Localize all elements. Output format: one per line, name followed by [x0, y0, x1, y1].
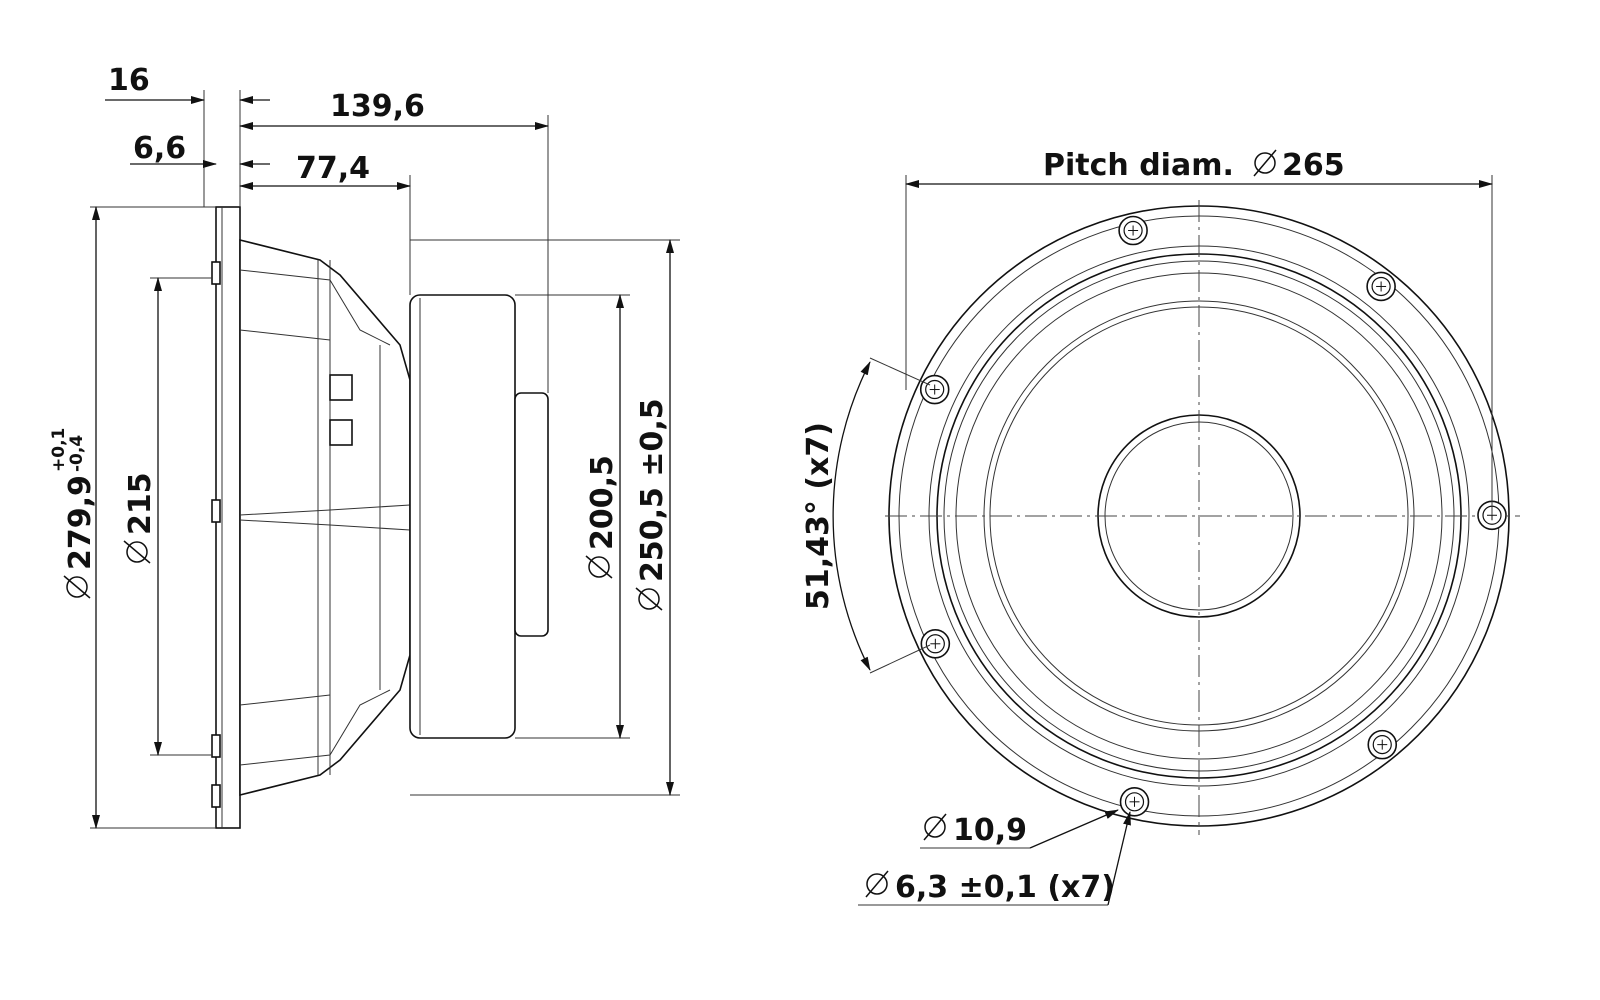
screw-hole [1119, 787, 1150, 817]
dim-cutout-diameter: 250,5 ±0,5 [635, 398, 670, 611]
angle-label: 51,43° (x7) [801, 422, 836, 610]
svg-text:200,5: 200,5 [585, 455, 620, 550]
svg-text:250,5 ±0,5: 250,5 ±0,5 [635, 398, 670, 582]
pitch-value: 265 [1282, 148, 1345, 183]
dim-flange-thickness: 16 [108, 63, 150, 98]
side-view [211, 206, 549, 829]
svg-text:-0,4: -0,4 [67, 435, 87, 472]
dim-magnet-diameter: 200,5 [585, 455, 620, 579]
svg-text:279,9: 279,9 [63, 475, 98, 570]
svg-text:215: 215 [123, 472, 158, 535]
pitch-label: Pitch diam. [1043, 148, 1234, 183]
front-view [885, 200, 1520, 835]
dim-baffle-diameter: 215 [123, 472, 158, 564]
back-cap [514, 392, 549, 637]
svg-text:+0,1: +0,1 [49, 428, 69, 472]
dim-outer-diameter: 279,9 +0,1 -0,4 [49, 428, 98, 599]
terminal [329, 374, 353, 401]
dim-total-depth: 139,6 [330, 89, 425, 124]
hole-inner-diameter: 6,3 ±0,1 (x7) [895, 870, 1115, 905]
screw-hole [919, 374, 950, 405]
screw-hole [920, 628, 951, 659]
screw-hole [1366, 271, 1396, 302]
basket [239, 238, 411, 797]
screw-hole [1118, 215, 1148, 246]
terminal [329, 419, 353, 446]
screw-hole [1367, 729, 1398, 760]
dim-basket-depth: 77,4 [296, 151, 370, 186]
hole-outer-diameter: 10,9 [953, 813, 1027, 848]
magnet [409, 294, 516, 739]
screw-holes [919, 215, 1507, 817]
dim-flange-mount: 6,6 [133, 131, 186, 166]
